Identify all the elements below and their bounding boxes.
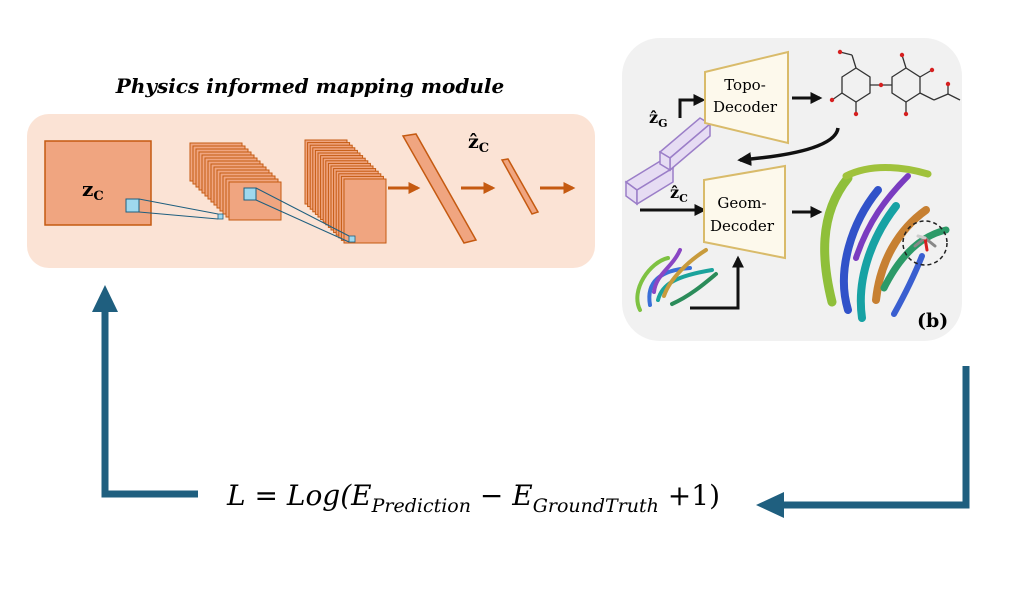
conv-layer-stack-2 <box>304 139 387 244</box>
bound-ligand <box>913 234 937 252</box>
geom-decoder <box>703 164 786 260</box>
loss-arrow-head-up <box>92 285 118 312</box>
topo-decoder <box>704 50 789 145</box>
loss-arrow-head-left <box>756 492 784 518</box>
molecule-heteroatoms <box>829 49 951 117</box>
zg-label: ẑG <box>649 108 668 130</box>
stack2-target-pixel <box>348 235 356 243</box>
kernel-projection-line <box>138 198 219 215</box>
dense-layer <box>401 133 478 244</box>
loss-feedback-arrow-left <box>101 310 198 498</box>
arrow-molecule-to-geom <box>737 127 840 167</box>
loss-formula: L = Log(EPrediction − EGroundTruth +1) <box>226 479 720 517</box>
protein-ligand-complex <box>820 164 950 322</box>
geom-decoder-label: Decoder <box>710 217 775 235</box>
output-layer <box>500 158 540 215</box>
stack1-target-pixel <box>217 213 224 220</box>
arrow-to-topo-decoder <box>678 94 706 118</box>
input-label: zC <box>82 177 104 204</box>
geom-decoder-label: Geom- <box>717 194 766 212</box>
binding-site-circle <box>902 220 948 266</box>
output-label: ẑC <box>468 131 489 156</box>
latent-vector-boxes <box>624 117 712 206</box>
module-title: Physics informed mapping module <box>115 74 504 98</box>
feature-map-layer <box>343 178 387 244</box>
zc-label: ẑC <box>670 183 688 205</box>
arrow-protein-to-geom <box>690 255 744 310</box>
kernel-projection-line <box>255 199 350 243</box>
kernel-projection-line <box>138 211 219 220</box>
loss-feedback-arrow-right <box>782 366 970 509</box>
stack1-kernel-highlight <box>243 187 257 201</box>
panel-b-label: (b) <box>917 310 948 332</box>
topo-decoder-label: Topo- <box>724 76 766 94</box>
protein-structure-input <box>635 248 718 312</box>
input-kernel-highlight <box>125 198 140 213</box>
kernel-projection-line <box>255 187 350 237</box>
topo-decoder-label: Decoder <box>713 98 778 116</box>
